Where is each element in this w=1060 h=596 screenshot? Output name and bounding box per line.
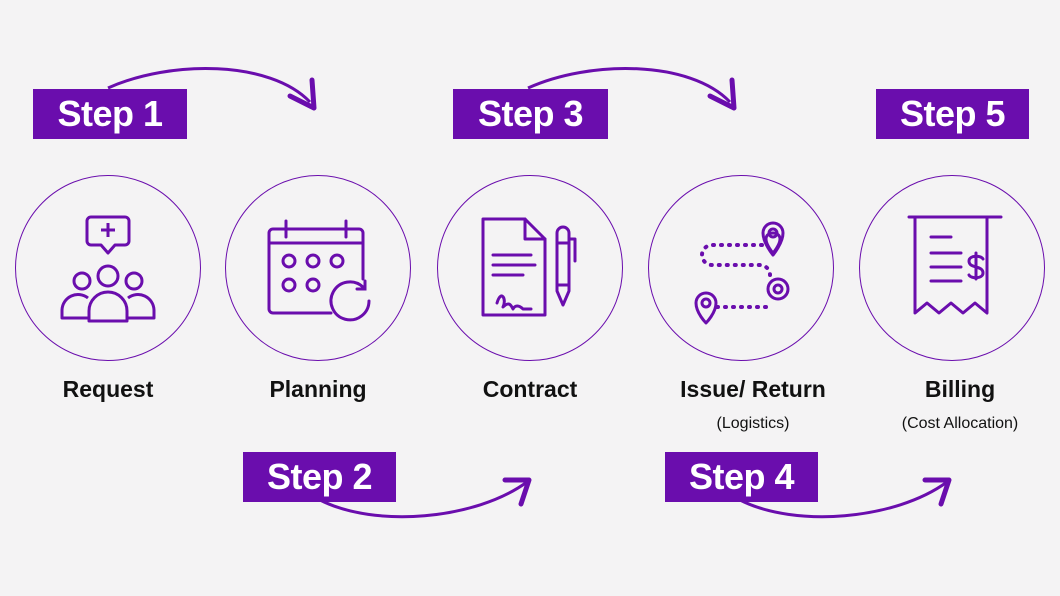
- stage-issue-return-circle: [648, 175, 834, 361]
- stage-issue-return-subtitle: (Logistics): [716, 415, 790, 432]
- step-5-badge: Step 5: [876, 89, 1029, 139]
- route-pins-icon: [694, 221, 790, 325]
- stage-issue-return-label: Issue/ Return: [680, 376, 826, 402]
- curved-arrow-step3: [527, 67, 737, 111]
- curved-arrow-step1: [107, 67, 317, 111]
- stage-billing-label: Billing: [924, 376, 996, 402]
- step-3-badge: Step 3: [453, 89, 608, 139]
- stage-request-circle: [15, 175, 201, 361]
- receipt-dollar-icon: [907, 215, 1003, 315]
- calendar-refresh-icon: [267, 219, 371, 322]
- stage-contract-label: Contract: [482, 376, 578, 402]
- curved-arrow-step4: [739, 477, 952, 519]
- document-pen-icon: [481, 217, 577, 317]
- step-2-badge: Step 2: [243, 452, 396, 502]
- step-4-badge: Step 4: [665, 452, 818, 502]
- curved-arrow-step2: [319, 477, 532, 519]
- stage-contract-circle: [437, 175, 623, 361]
- people-request-icon: [60, 215, 156, 323]
- step-1-badge: Step 1: [33, 89, 187, 139]
- stage-planning-circle: [225, 175, 411, 361]
- stage-planning-label: Planning: [269, 376, 367, 402]
- stage-billing-circle: [859, 175, 1045, 361]
- stage-billing-subtitle: (Cost Allocation): [901, 415, 1019, 432]
- stage-request-label: Request: [62, 376, 154, 402]
